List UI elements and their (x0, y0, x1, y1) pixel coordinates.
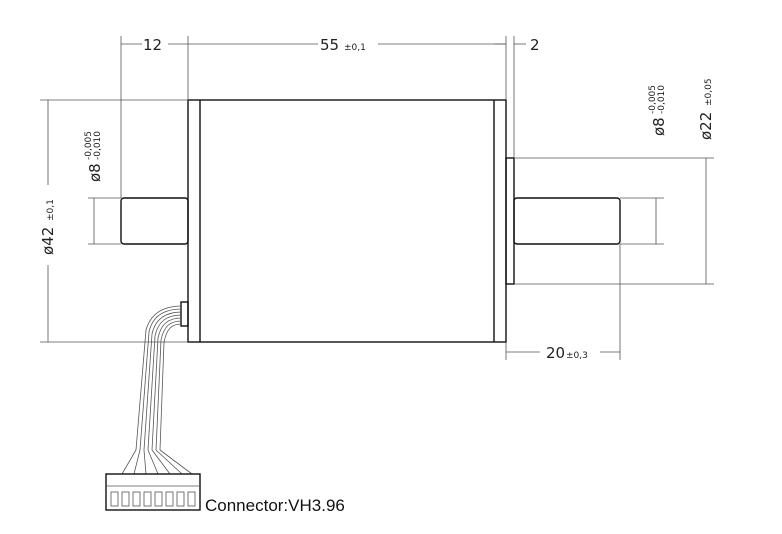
dim-boss-diameter-tol: ±0,05 (704, 78, 714, 106)
dim-right-shaft-length: 20 (546, 344, 565, 362)
dim-flange-length: 2 (530, 36, 540, 54)
dim-right-shaft-tol-upper: -0,005 (648, 85, 658, 114)
cable-bundle (121, 301, 193, 475)
dim-left-shaft-length: 12 (143, 36, 162, 54)
dim-left-shaft-diameter: ø8 (86, 163, 104, 182)
flange-boss (505, 157, 515, 285)
dim-right-shaft-tol-lower: -0,010 (657, 85, 667, 114)
motor-body (187, 99, 507, 343)
dim-right-shaft-diameter: ø8 (650, 117, 668, 136)
connector-label: Connector:VH3.96 (205, 496, 345, 515)
right-dimension-lines (514, 157, 714, 285)
dim-boss-diameter: ø22 (697, 112, 715, 140)
top-dimension-lines (120, 36, 526, 198)
connector (105, 473, 201, 511)
left-dimension-lines (40, 99, 188, 343)
dim-body-diameter: ø42 (39, 227, 57, 255)
dim-right-shaft-length-tol: ±0,3 (566, 351, 588, 361)
dim-body-length: 55 (320, 36, 339, 54)
dim-body-diameter-tol: ±0,1 (46, 199, 56, 221)
right-shaft (513, 197, 621, 245)
left-shaft (120, 197, 189, 245)
dim-left-shaft-tol-lower: -0,010 (93, 131, 103, 160)
dim-left-shaft-tol-upper: -0,005 (84, 131, 94, 160)
dim-body-length-tol: ±0,1 (344, 43, 366, 53)
bottom-dimension-lines (505, 244, 621, 360)
